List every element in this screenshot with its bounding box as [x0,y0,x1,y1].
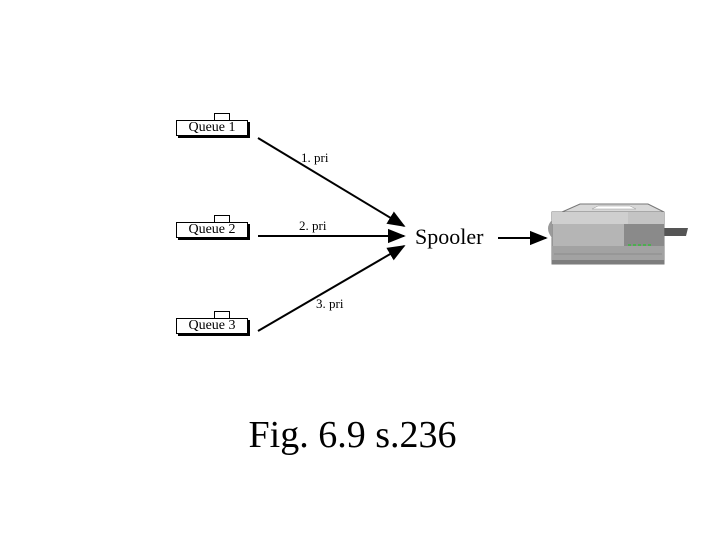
figure-caption: Fig. 6.9 s.236 [248,414,457,456]
arrow-queue-1-to-spooler [257,137,406,227]
priority-label-1: 1. pri [301,150,329,165]
queue-2-label: Queue 2 [176,222,248,238]
queue-1: Queue 1 [176,113,248,136]
priority-label-2: 2. pri [299,218,327,233]
priority-label-3: 3. pri [316,296,344,311]
arrow-queue-3-to-spooler [257,245,406,332]
queue-3: Queue 3 [176,311,248,334]
queue-3-label: Queue 3 [176,318,248,334]
queue-1-label: Queue 1 [176,120,248,136]
printer-icon [548,203,688,265]
spooler-label: Spooler [415,224,484,249]
queue-2: Queue 2 [176,215,248,238]
